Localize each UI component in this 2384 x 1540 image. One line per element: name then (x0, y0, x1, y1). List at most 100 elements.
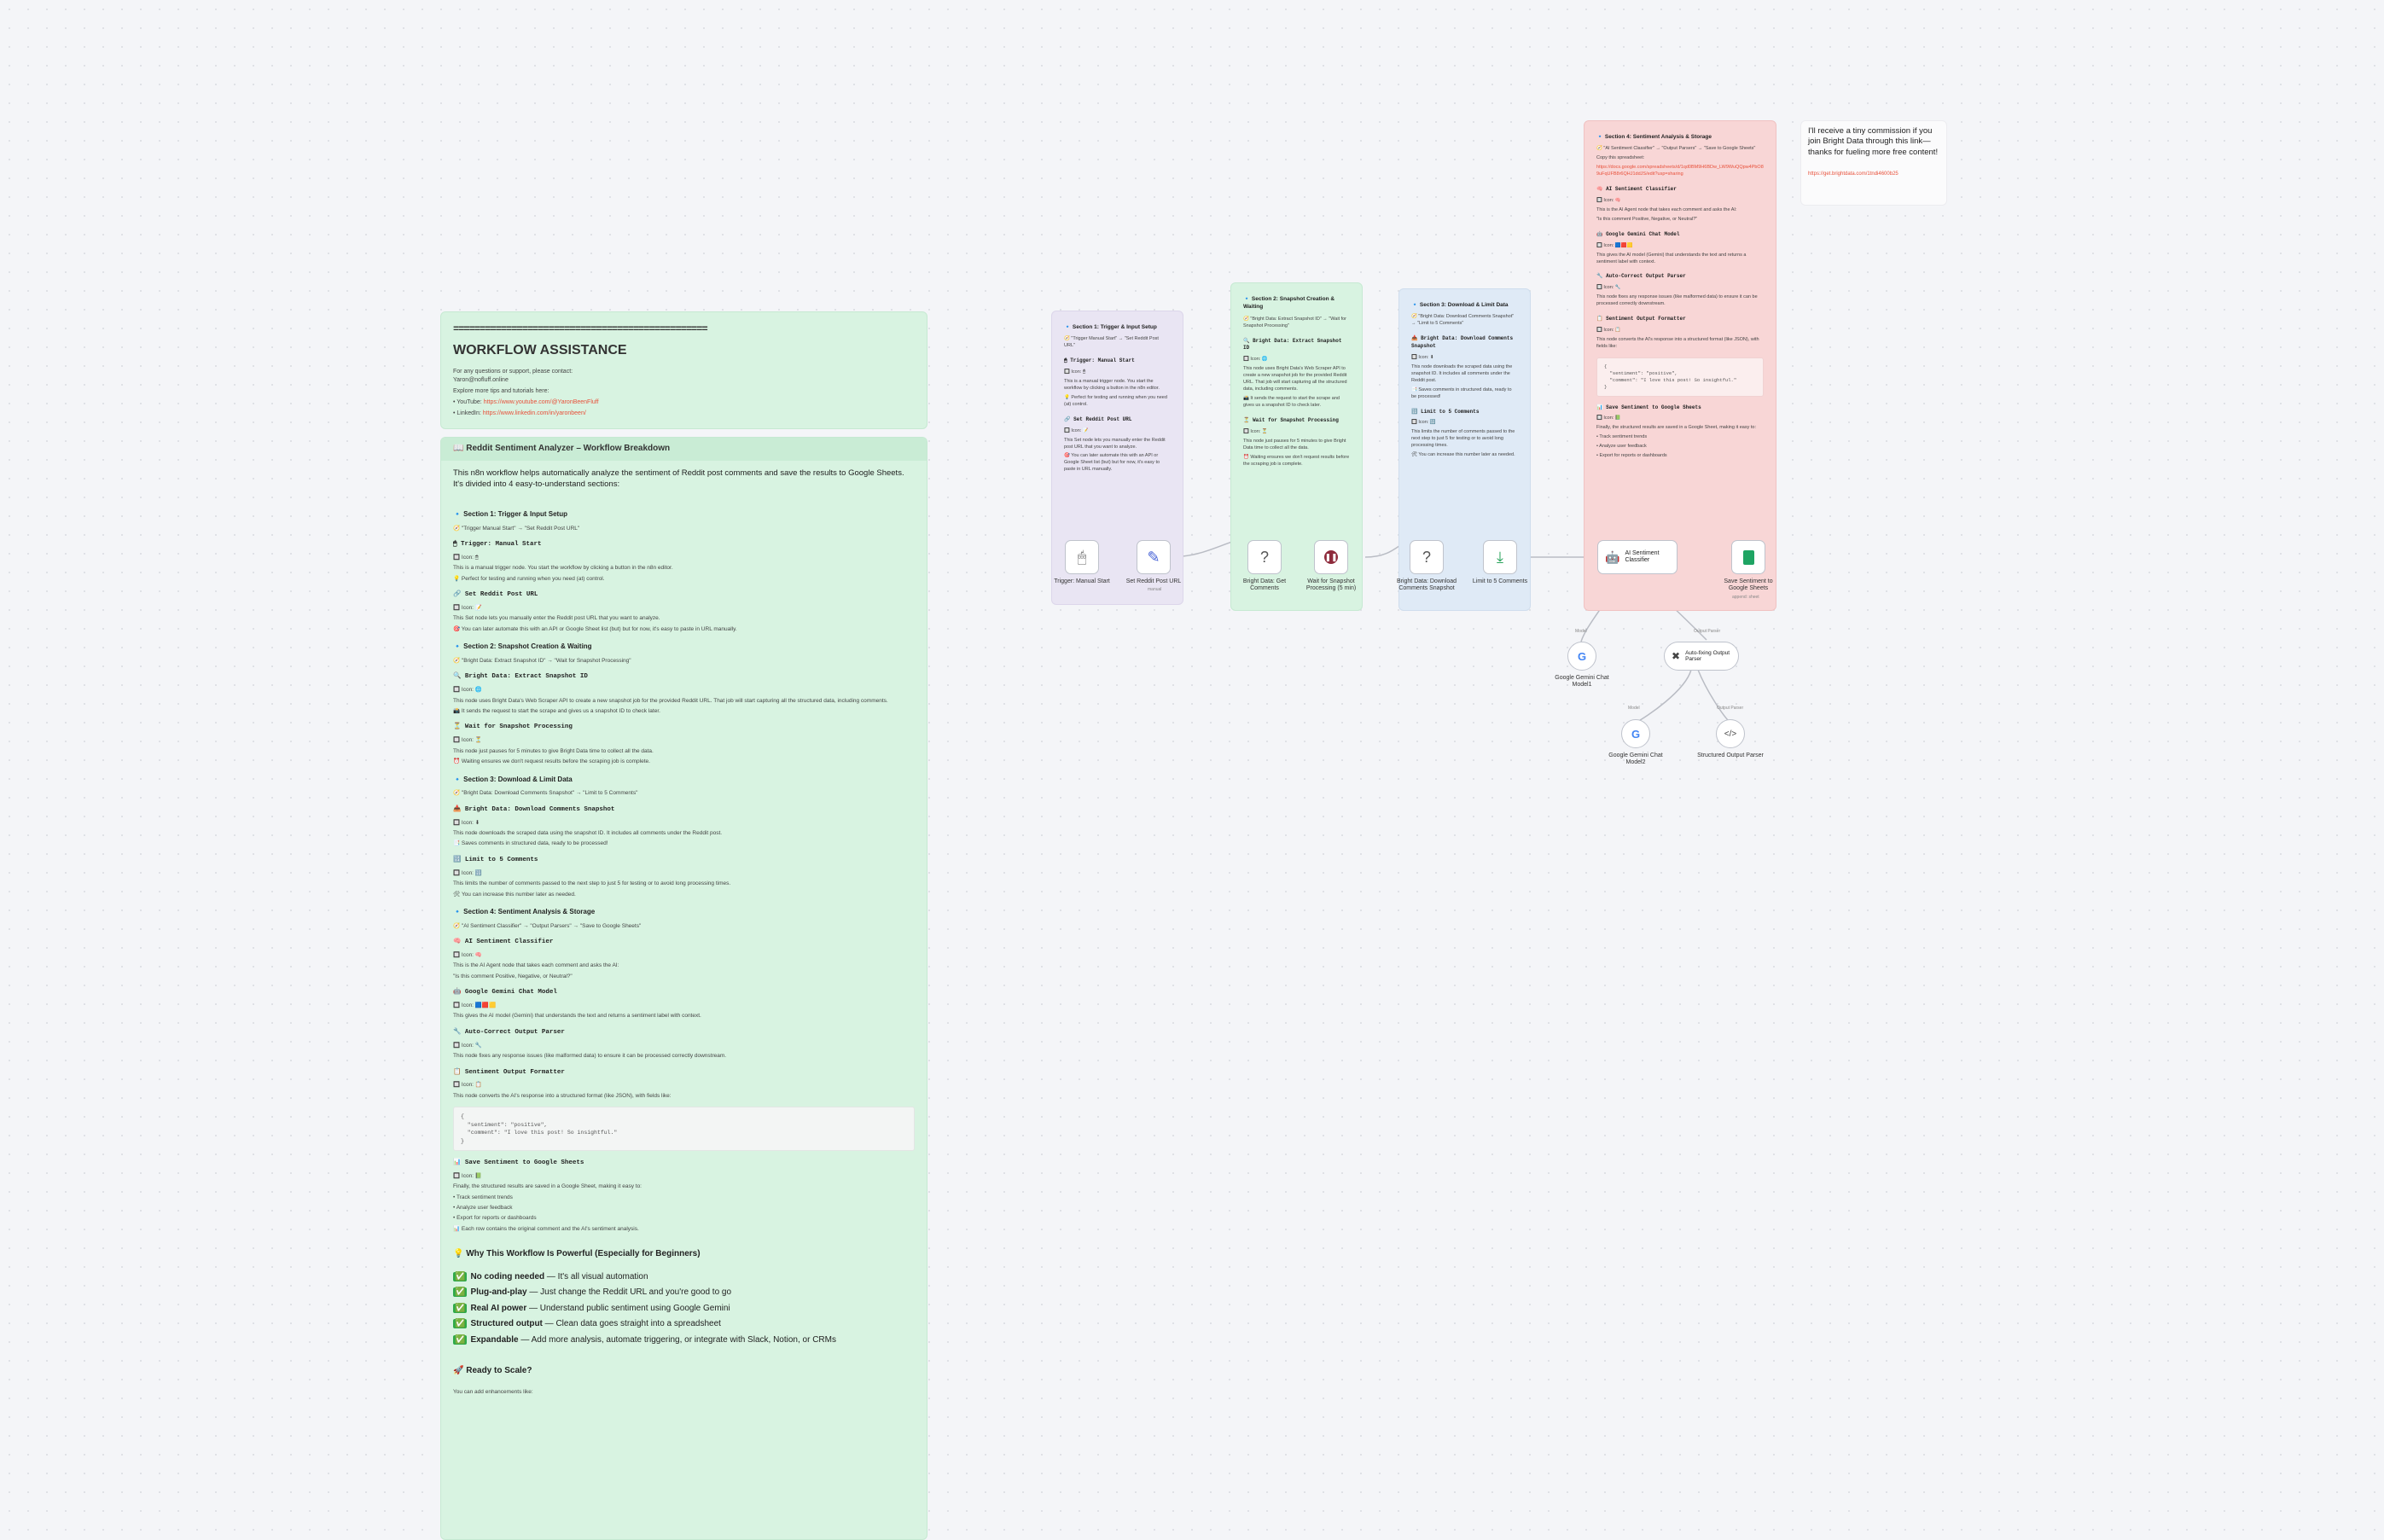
set-url-node[interactable]: ✎ (1137, 540, 1171, 574)
s1-node1-desc: This is a manual trigger node. You start… (453, 565, 673, 572)
feature-expandable: ✅Expandable — Add more analysis, automat… (453, 1334, 836, 1345)
pause-icon: ❚❚ (1324, 550, 1338, 564)
sheets-icon (1742, 549, 1754, 565)
set-url-node-sub: manual (1148, 587, 1162, 592)
download-node[interactable]: ? (1410, 540, 1444, 574)
assistance-title: WORKFLOW ASSISTANCE (453, 343, 627, 358)
s2-node2-icon: 🔲 Icon: ⏳ (453, 737, 482, 744)
sticky-s3-n1: 📥 Bright Data: Download Comments Snapsho… (1411, 335, 1514, 350)
section-4-flow: 🧭 "AI Sentiment Classifier" → "Output Pa… (453, 922, 642, 929)
code-icon: </> (1724, 729, 1737, 739)
gemini-model-2-node[interactable]: G (1621, 719, 1650, 748)
s4-node4-desc: This node converts the AI's response int… (453, 1092, 672, 1099)
s4-node4-icon: 🔲 Icon: 📋 (453, 1082, 482, 1089)
wait-node-label: Wait for Snapshot Processing (5 min) (1305, 578, 1357, 592)
workflow-breakdown-note[interactable]: 📖 Reddit Sentiment Analyzer – Workflow B… (440, 437, 927, 1540)
s2-node1-desc: This node uses Bright Data's Web Scraper… (453, 697, 888, 704)
check-icon: ✅ (453, 1334, 468, 1345)
save-sheets-node[interactable] (1731, 540, 1765, 574)
sticky-s2-n1-icon: 🔲 Icon: 🌐 (1243, 357, 1268, 363)
trigger-node[interactable]: 🖱 (1065, 540, 1099, 574)
commission-text: I'll receive a tiny commission if you jo… (1808, 126, 1939, 157)
sticky-s1-n2-icon: 🔲 Icon: 📝 (1064, 427, 1089, 433)
sticky-s1-n1-icon: 🔲 Icon: 🖱 (1064, 369, 1086, 375)
sticky-s4-n5: 📊 Save Sentiment to Google Sheets (1596, 404, 1701, 410)
s4-node3-icon: 🔲 Icon: 🔧 (453, 1042, 482, 1049)
autofix-parser-node[interactable]: ✖Auto-fixing Output Parser (1664, 642, 1739, 671)
sticky-s1-flow: 🧭 "Trigger Manual Start" → "Set Reddit P… (1064, 336, 1159, 349)
youtube-link-row: • YouTube: https://www.youtube.com/@Yaro… (453, 399, 599, 405)
structured-parser-label: Structured Output Parser (1697, 753, 1764, 758)
s2-node1-tip: 📸 It sends the request to start the scra… (453, 708, 660, 715)
s1-node2-title: 🔗 Set Reddit Post URL (453, 591, 538, 599)
sticky-s4-n4: 📋 Sentiment Output Formatter (1596, 316, 1686, 323)
affiliate-link[interactable]: https://get.brightdata.com/1tndi4600b25 (1808, 171, 1898, 177)
sticky-s3-title: 🔹 Section 3: Download & Limit Data (1411, 302, 1509, 308)
section-1-title: 🔹 Section 1: Trigger & Input Setup (453, 510, 567, 519)
s4-node4-title: 📋 Sentiment Output Formatter (453, 1068, 565, 1076)
section-3-title: 🔹 Section 3: Download & Limit Data (453, 775, 573, 783)
check-icon: ✅ (453, 1303, 468, 1313)
sticky-s1-title: 🔹 Section 1: Trigger & Input Setup (1064, 324, 1157, 330)
sticky-s2-n2: ⏳ Wait for Snapshot Processing (1243, 416, 1339, 423)
s1-node1-tip: 💡 Perfect for testing and running when y… (453, 575, 605, 582)
sticky-s3-n2-tip: 🛠 You can increase this number later as … (1411, 452, 1515, 458)
sticky-s4-n4-desc: This node converts the AI's response int… (1596, 336, 1759, 349)
sticky-s1-n2: 🔗 Set Reddit Post URL (1064, 416, 1132, 422)
port-output2-label: Output Parser (1717, 706, 1744, 711)
s3-node1-tip: 📑 Saves comments in structured data, rea… (453, 840, 608, 847)
sticky-s3-n1-desc: This node downloads the scraped data usi… (1411, 363, 1513, 383)
sticky-s4-n3-desc: This node fixes any response issues (lik… (1596, 294, 1758, 307)
sticky-s4-n2-desc: This gives the AI model (Gemini) that un… (1596, 252, 1747, 264)
section-1-flow: 🧭 "Trigger Manual Start" → "Set Reddit P… (453, 525, 580, 532)
extract-node-label: Bright Data: Get Comments (1242, 578, 1287, 592)
feature-plug-and-play: ✅Plug-and-play — Just change the Reddit … (453, 1287, 732, 1298)
sticky-s2-n1: 🔍 Bright Data: Extract Snapshot ID (1243, 337, 1342, 352)
check-icon: ✅ (453, 1319, 468, 1329)
s3-node2-tip: 🛠 You can increase this number later as … (453, 891, 576, 898)
sticky-s4-n2: 🤖 Google Gemini Chat Model (1596, 230, 1680, 237)
s4-node1-quote: "Is this comment Positive, Negative, or … (453, 973, 573, 979)
port-model2-label: Model (1628, 706, 1640, 711)
feature-no-coding: ✅No coding needed — It's all visual auto… (453, 1271, 648, 1281)
s4-node2-desc: This gives the AI model (Gemini) that un… (453, 1013, 701, 1020)
limit-node[interactable]: ⤓ (1483, 540, 1517, 574)
sticky-s2-n1-tip: 📸 It sends the request to start the scra… (1243, 396, 1340, 408)
ready-to-scale-title: 🚀 Ready to Scale? (453, 1366, 532, 1376)
commission-note[interactable]: I'll receive a tiny commission if you jo… (1800, 120, 1947, 206)
google-icon: G (1631, 727, 1641, 741)
linkedin-link[interactable]: https://www.linkedin.com/in/yaronbeen/ (482, 410, 586, 417)
sticky-s2-n1-desc: This node uses Bright Data's Web Scraper… (1243, 366, 1347, 392)
sticky-s4-n1: 🧠 AI Sentiment Classifier (1596, 186, 1677, 193)
s4-node5-icon: 🔲 Icon: 📗 (453, 1172, 482, 1179)
extract-node[interactable]: ? (1247, 540, 1282, 574)
structured-parser-node[interactable]: </> (1716, 719, 1745, 748)
s3-node1-desc: This node downloads the scraped data usi… (453, 829, 723, 836)
classifier-node-label: AI Sentiment Classifier (1625, 550, 1660, 563)
section-4-sticky[interactable]: 🔹 Section 4: Sentiment Analysis & Storag… (1584, 120, 1776, 611)
spreadsheet-link[interactable]: https://docs.google.com/spreadsheets/d/1… (1596, 165, 1764, 177)
sticky-json-code: { "sentiment": "positive", "comment": "I… (1596, 357, 1764, 397)
pointer-icon: 🖱 (1077, 548, 1087, 566)
s4-node1-icon: 🔲 Icon: 🧠 (453, 951, 482, 958)
wait-node[interactable]: ❚❚ (1314, 540, 1348, 574)
check-icon: ✅ (453, 1271, 468, 1281)
workflow-assistance-note[interactable]: ========================================… (440, 311, 927, 429)
check-icon: ✅ (453, 1287, 468, 1298)
sticky-s2-title: 🔹 Section 2: Snapshot Creation & Waiting (1243, 296, 1335, 311)
robot-icon: 🤖 (1605, 549, 1620, 564)
s2-node2-title: ⏳ Wait for Snapshot Processing (453, 724, 573, 731)
sticky-s3-n2-desc: This limits the number of comments passe… (1411, 429, 1515, 449)
s4-node3-title: 🔧 Auto-Correct Output Parser (453, 1028, 565, 1036)
s1-node2-desc: This Set node lets you manually enter th… (453, 615, 660, 622)
sticky-s1-n1: 🖱 Trigger: Manual Start (1064, 357, 1135, 364)
assistance-contact: For any questions or support, please con… (453, 368, 573, 383)
feature-structured-output: ✅Structured output — Clean data goes str… (453, 1319, 721, 1329)
port-output-label: Output Parser (1694, 629, 1721, 634)
gemini-model-1-node[interactable]: G (1567, 642, 1596, 671)
youtube-link[interactable]: https://www.youtube.com/@YaronBeenFluff (483, 399, 599, 405)
set-url-node-label: Set Reddit Post URL (1125, 578, 1182, 584)
sticky-s4-n3: 🔧 Auto-Correct Output Parser (1596, 273, 1686, 280)
classifier-node[interactable]: 🤖 AI Sentiment Classifier (1597, 540, 1678, 574)
s2-node2-tip: ⏰ Waiting ensures we don't request resul… (453, 758, 650, 765)
